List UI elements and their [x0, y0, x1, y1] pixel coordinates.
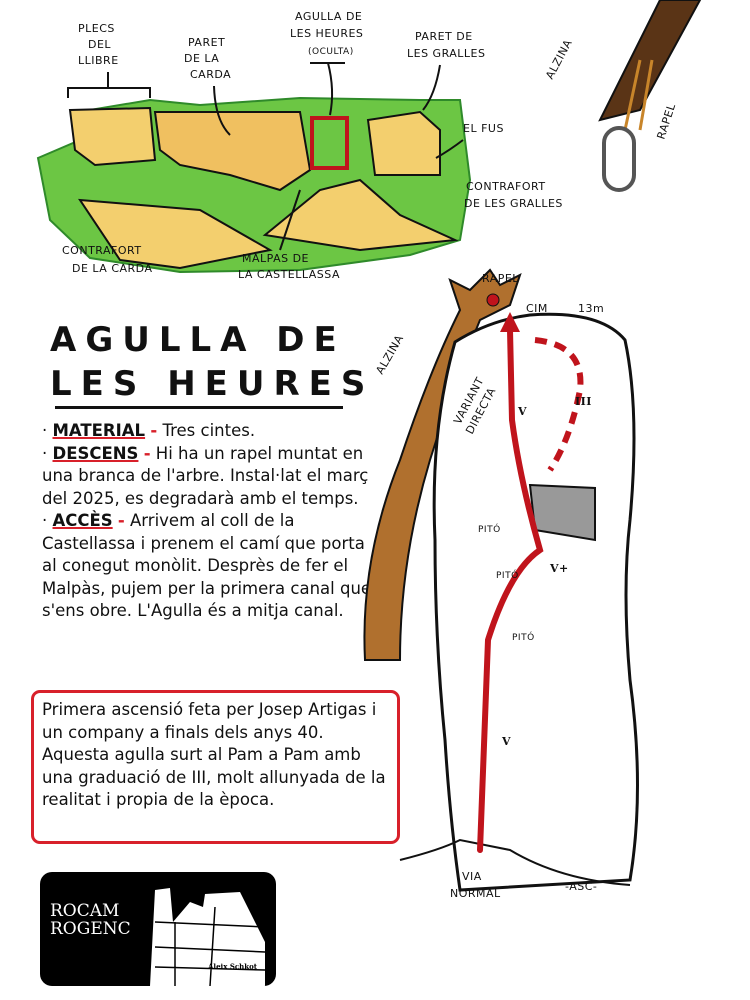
variant-line	[534, 337, 584, 472]
buttress-left	[78, 198, 273, 270]
cliff-right	[366, 110, 441, 176]
info-acces: · ACCÈS - Arrivem al coll de la Castella…	[42, 511, 372, 620]
sling	[623, 59, 654, 131]
tree-trunk	[363, 268, 522, 661]
grade-label: V+	[549, 562, 569, 575]
title-line: AGULLA DE	[50, 320, 346, 360]
label-agulla: LES HEURES	[290, 27, 363, 40]
summit-label: CIM	[526, 302, 548, 315]
ground-line	[399, 838, 631, 886]
info-material: · MATERIAL - Tres cintes.	[42, 421, 256, 440]
carabiner-icon	[602, 126, 636, 192]
history-note: Primera ascensió feta per Josep Artigas …	[31, 690, 400, 844]
route-line	[477, 327, 544, 853]
material-key: MATERIAL	[52, 421, 146, 440]
tree-branch	[598, 0, 702, 122]
label-malpas: LA CASTELLASSA	[238, 268, 340, 281]
logo-text: ROCAM ROGENC	[50, 902, 131, 938]
buttress-right	[262, 178, 459, 252]
label-agulla: AGULLA DE	[295, 10, 362, 23]
topo-tree-label: ALZINA	[373, 333, 406, 377]
title-divider	[55, 406, 343, 409]
grade-label: V	[501, 735, 511, 748]
route-arrow-icon	[500, 312, 520, 332]
separator: -	[117, 511, 125, 530]
label-paret-carda: PARET	[188, 36, 225, 49]
logo-author: Aleix Schkot	[208, 962, 257, 971]
acces-text: Arrivem al coll de la Castellassa i pren…	[42, 511, 372, 620]
agulla-marker	[310, 116, 349, 170]
author-tag: -ASC-	[565, 880, 597, 893]
rappel-anchor-icon	[486, 293, 500, 307]
grade-label: V	[517, 405, 527, 418]
route-name: NORMAL	[450, 887, 501, 900]
roof-overhang	[528, 483, 596, 542]
cliff-left	[68, 106, 157, 167]
label-paret-carda: DE LA	[184, 52, 219, 65]
label-contrafort-gralles: CONTRAFORT	[466, 180, 546, 193]
grade-label: III	[575, 395, 592, 408]
label-el-fus: EL FUS	[463, 122, 504, 135]
separator: -	[143, 443, 151, 463]
topo-rappel-label: RAPEL	[482, 272, 519, 285]
separator: -	[150, 421, 158, 440]
piton-label: PITÓ	[512, 631, 535, 643]
descens-key: DESCENS	[52, 443, 139, 463]
label-plecs: DEL	[88, 38, 111, 51]
crag-panorama: PLECS DEL LLIBRE PARET DE LA CARDA AGULL…	[36, 0, 702, 281]
piton-label: PITÓ	[478, 523, 501, 535]
topo-diagram: ALZINA RAPEL CIM 13m VARIANT DIRECTA V I…	[363, 268, 639, 900]
label-agulla: (OCULTA)	[308, 47, 354, 57]
logo-rock-icon	[150, 888, 266, 986]
tree-label: ALZINA	[543, 37, 575, 81]
summit-height: 13m	[578, 302, 604, 315]
logo-line: ROGENC	[50, 919, 131, 939]
logo: ROCAM ROGENC Aleix Schkot	[40, 872, 276, 986]
route-info: · MATERIAL - Tres cintes. · DESCENS - Hi…	[42, 420, 382, 623]
rappel-label: RAPEL	[654, 101, 678, 140]
title-line: LES HEURES	[50, 364, 375, 404]
descens-text: Hi ha un rapel muntat en una branca de l…	[42, 443, 369, 508]
label-contrafort-carda: CONTRAFORT	[62, 244, 142, 257]
cliff-middle	[153, 111, 312, 192]
label-malpas: MALPAS DE	[242, 252, 309, 265]
label-paret-gralles: PARET DE	[415, 30, 473, 43]
piton-label: PITÓ	[496, 569, 519, 581]
label-plecs: LLIBRE	[78, 54, 119, 67]
label-contrafort-gralles: DE LES GRALLES	[464, 197, 563, 210]
label-paret-carda: CARDA	[190, 68, 231, 81]
logo-line: ROCAM	[50, 901, 120, 921]
route-name: VIA	[462, 870, 482, 883]
info-descens: · DESCENS - Hi ha un rapel muntat en una…	[42, 443, 369, 508]
acces-key: ACCÈS	[52, 511, 113, 530]
label-contrafort-carda: DE LA CARDA	[72, 262, 152, 275]
page-title: AGULLA DE LES HEURES	[50, 318, 374, 406]
material-text: Tres cintes.	[162, 421, 256, 440]
label-plecs: PLECS	[78, 22, 115, 35]
label-paret-gralles: LES GRALLES	[407, 47, 486, 60]
